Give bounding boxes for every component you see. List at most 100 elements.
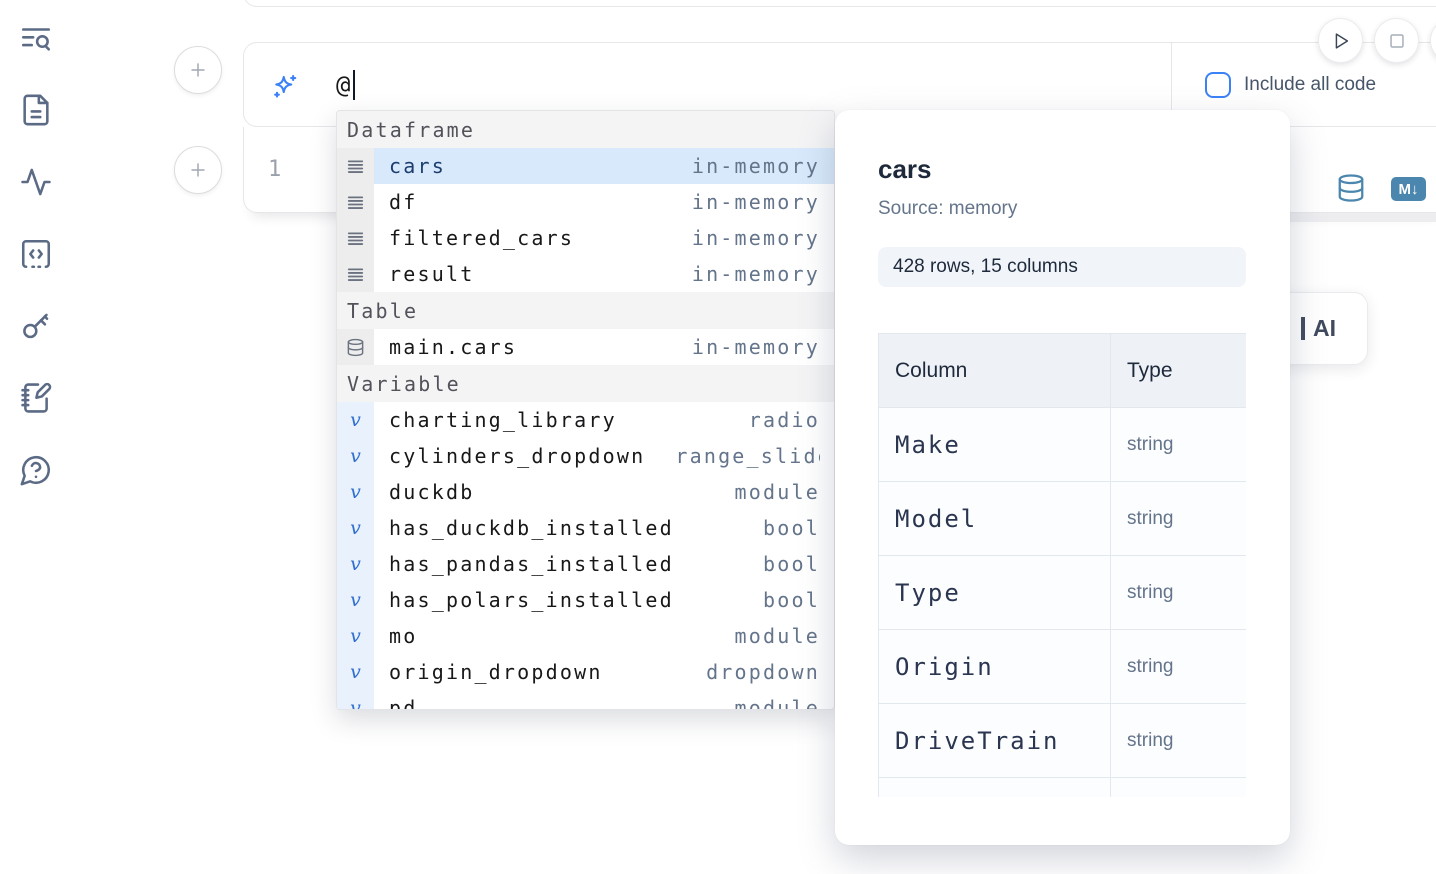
schema-column-type: string [1111,630,1247,704]
schema-header-row: ColumnType [879,334,1247,408]
schema-row: Makestring [879,408,1247,482]
autocomplete-section-header: Variable [337,365,834,402]
activity-icon [19,165,53,199]
autocomplete-item-type: in-memory [692,190,820,214]
sidebar-button-search[interactable] [19,21,53,55]
autocomplete-item-gutter: v [337,474,374,510]
variable-icon: v [350,447,361,466]
autocomplete-item-type: in-memory [692,154,820,178]
schema-table-wrap: ColumnTypeMakestringModelstringTypestrin… [878,333,1246,797]
autocomplete-item[interactable]: v has_pandas_installedbool [337,546,834,582]
square-icon [1386,30,1408,52]
autocomplete-item-gutter: v [337,510,374,546]
schema-row: Typestring [879,556,1247,630]
autocomplete-item-content: cars in-memory [374,148,834,184]
left-sidebar [0,0,72,874]
variable-icon: v [350,555,361,574]
autocomplete-item-gutter: v [337,618,374,654]
stop-button[interactable] [1374,18,1419,63]
sidebar-button-activity[interactable] [19,165,53,199]
include-all-code-label: Include all code [1244,74,1376,96]
clipped-glyph [1301,317,1305,340]
autocomplete-item-content: mo module [374,618,834,654]
autocomplete-item[interactable]: v cylinders_dropdown range_slider [337,438,834,474]
add-cell-button[interactable] [174,46,222,94]
variable-icon: v [350,591,361,610]
schema-column-type: string [1111,556,1247,630]
rows-icon [346,265,365,284]
autocomplete-item-type: in-memory [692,262,820,286]
autocomplete-item-name: has_pandas_installed [389,552,674,576]
autocomplete-item[interactable]: vduckdbmodule [337,474,834,510]
sidebar-button-files[interactable] [19,93,53,127]
autocomplete-item-name: result [389,262,474,286]
dataframe-preview-panel: cars Source: memory 428 rows, 15 columns… [835,110,1290,845]
autocomplete-item-name: cars [389,154,446,178]
variable-icon: v [350,663,361,682]
autocomplete-item[interactable]: vmo module [337,618,834,654]
autocomplete-item-name: cylinders_dropdown [389,444,645,468]
rows-icon [346,229,365,248]
schema-column-type: string [1111,482,1247,556]
autocomplete-item[interactable]: cars in-memory [337,148,834,184]
autocomplete-item[interactable]: result in-memory [337,256,834,292]
autocomplete-item[interactable]: v origin_dropdowndropdown [337,654,834,690]
notebook-pen-icon [19,381,53,415]
run-button[interactable] [1318,18,1363,63]
sidebar-button-keys[interactable] [19,309,53,343]
autocomplete-item-gutter [337,220,374,256]
autocomplete-item-type: range_slider [675,444,820,468]
sidebar-button-scratchpad[interactable] [19,381,53,415]
autocomplete-section-header: Table [337,292,834,329]
autocomplete-item-name: filtered_cars [389,226,574,250]
autocomplete-item-type: radio [749,408,820,432]
autocomplete-item-content: has_pandas_installedbool [374,546,834,582]
sidebar-button-snippets[interactable] [19,237,53,271]
autocomplete-item-name: has_duckdb_installed [389,516,674,540]
autocomplete-item[interactable]: v has_polars_installedbool [337,582,834,618]
autocomplete-item-name: has_polars_installed [389,588,674,612]
autocomplete-item[interactable]: vcharting_libraryradio [337,402,834,438]
include-all-code-checkbox[interactable] [1205,72,1231,98]
preview-source: Source: memory [878,198,1246,220]
schema-column-type: string [1111,704,1247,778]
sidebar-button-help[interactable] [19,453,53,487]
schema-header-cell: Column [879,334,1111,408]
rows-icon [346,157,365,176]
database-icon[interactable] [1336,173,1366,203]
variable-icon: v [350,699,361,711]
autocomplete-item-name: mo [389,624,417,648]
autocomplete-dropdown: Dataframecarsin-memorydfin-memoryfiltere… [336,110,835,710]
autocomplete-item-name: pd [389,696,417,710]
autocomplete-item-name: origin_dropdown [389,660,603,684]
schema-column-name: Type [879,556,1111,630]
variable-icon: v [350,519,361,538]
schema-column-name: Model [879,482,1111,556]
variable-icon: v [350,411,361,430]
autocomplete-item[interactable]: dfin-memory [337,184,834,220]
add-cell-button[interactable] [174,146,222,194]
ai-prompt-value: @ [336,71,352,99]
autocomplete-item[interactable]: main.carsin-memory [337,329,834,365]
autocomplete-item[interactable]: filtered_carsin-memory [337,220,834,256]
sparkles-icon [270,72,300,102]
schema-header-cell: Type [1111,334,1247,408]
text-cursor [353,70,355,100]
text-search-icon [19,21,53,55]
schema-column-name: DriveTrain [879,704,1111,778]
preview-title: cars [878,154,1246,185]
autocomplete-item[interactable]: vpdmodule [337,690,834,710]
code-square-icon [19,237,53,271]
autocomplete-item-type: module [735,624,820,648]
autocomplete-item-content: result in-memory [374,256,834,292]
plus-icon [187,59,209,81]
autocomplete-item-gutter: v [337,582,374,618]
autocomplete-item-content: origin_dropdowndropdown [374,654,834,690]
autocomplete-item-content: has_polars_installedbool [374,582,834,618]
autocomplete-item[interactable]: v has_duckdb_installedbool [337,510,834,546]
markdown-icon[interactable]: M↓ [1391,177,1426,201]
autocomplete-item-gutter [337,329,374,365]
schema-column-name: Origin [879,630,1111,704]
autocomplete-item-content: has_duckdb_installedbool [374,510,834,546]
